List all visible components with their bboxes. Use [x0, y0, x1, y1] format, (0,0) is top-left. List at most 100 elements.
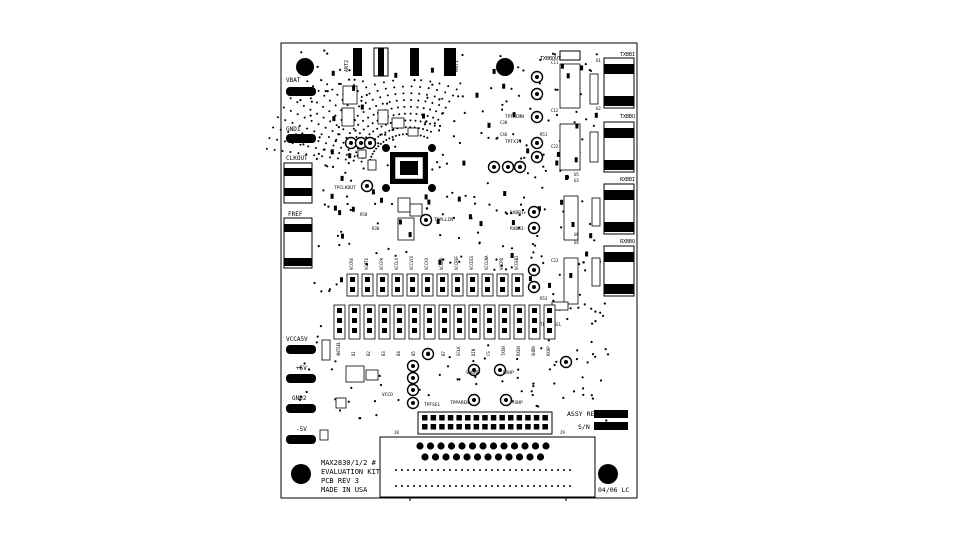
smd-pad [352, 85, 356, 91]
db-via [485, 469, 487, 471]
via [496, 136, 499, 139]
via [413, 79, 416, 82]
clkout-pad-bottom [284, 188, 312, 196]
header-pin [532, 308, 537, 313]
smd-footprint [341, 107, 355, 127]
via [501, 245, 505, 248]
jumper-pin [440, 277, 445, 282]
via [415, 113, 418, 115]
via [438, 373, 441, 376]
smd-pad [394, 72, 398, 78]
plus5v-pad [286, 374, 316, 383]
label-rxbbq: RXBBQ [620, 239, 635, 245]
left-labels: VBAT GND1 CLKOUT FREF VCCA5V +5V GND2 -5… [286, 77, 308, 433]
via [335, 124, 338, 127]
header-pin [442, 318, 447, 323]
clkout-pad-top [284, 168, 312, 176]
via [523, 156, 526, 159]
via [329, 156, 331, 159]
via [424, 100, 427, 103]
via [298, 124, 301, 127]
main-ic-corner-via [428, 144, 436, 152]
jumper-label: VCCVCO [409, 255, 414, 270]
db-via [473, 469, 475, 471]
via [535, 404, 538, 407]
header-label: B4 [396, 351, 401, 356]
via [323, 49, 326, 52]
via [324, 90, 327, 93]
via [326, 52, 329, 55]
via [357, 123, 360, 126]
label-tpparen: TPPAREN [450, 400, 469, 406]
via [362, 111, 365, 113]
via [451, 191, 454, 194]
label-ant1: ANT1 [454, 60, 460, 72]
db-pin [494, 453, 503, 461]
smd-pad [574, 157, 578, 163]
smd-pad [511, 220, 515, 226]
via [350, 179, 353, 182]
via [358, 417, 361, 420]
db-via [557, 485, 559, 487]
header-pin [352, 308, 357, 313]
header-label: B5 [411, 351, 416, 356]
via [379, 96, 382, 99]
smd-pad [340, 277, 343, 283]
test-point-pad [349, 141, 353, 145]
db-pin [447, 442, 456, 450]
label-tptxin: TPTXIN [505, 139, 522, 145]
jumper-pin [410, 287, 415, 292]
via [367, 125, 370, 128]
via [444, 106, 447, 109]
via [520, 390, 523, 393]
via [473, 195, 476, 199]
via [456, 378, 459, 381]
via [438, 124, 442, 127]
via [394, 254, 397, 257]
label-rxhp: RXHP [503, 370, 514, 376]
via [530, 390, 533, 393]
main-ic-pad [400, 161, 418, 175]
via [279, 128, 282, 131]
via [379, 142, 382, 145]
smd-pad [424, 194, 428, 200]
db-via [563, 469, 565, 471]
via [314, 147, 317, 149]
via [371, 122, 374, 125]
rxbbi-pad-top [604, 190, 634, 200]
via [384, 133, 387, 136]
via [377, 142, 380, 145]
db-via [515, 485, 517, 487]
db-via [557, 469, 559, 471]
smd-pad [502, 83, 506, 89]
label-rxbbi: RXBBI [620, 177, 635, 183]
smd-pad [457, 196, 461, 202]
via [308, 368, 311, 371]
via [405, 133, 408, 136]
db-via [431, 469, 433, 471]
via [388, 101, 391, 103]
via [472, 360, 475, 363]
board-title-line-1: MAX2830/1/2 # [321, 459, 377, 467]
via [532, 382, 535, 385]
header-pin [487, 318, 492, 323]
smd-footprint [409, 203, 423, 217]
via [344, 158, 347, 161]
jumper-pin [455, 287, 460, 292]
via [375, 105, 378, 107]
via [594, 355, 597, 358]
db-via [413, 485, 415, 487]
via [398, 134, 401, 136]
via [536, 234, 539, 238]
header-pin [412, 318, 417, 323]
via [444, 91, 447, 94]
db-via [461, 469, 463, 471]
via [433, 122, 436, 125]
via [581, 376, 584, 379]
label-gnd1: GND1 [286, 126, 301, 133]
board-title-line-2: EVALUATION KIT [321, 468, 381, 476]
via [426, 96, 429, 99]
db-via [491, 485, 493, 487]
via [303, 362, 306, 365]
via [405, 250, 408, 254]
